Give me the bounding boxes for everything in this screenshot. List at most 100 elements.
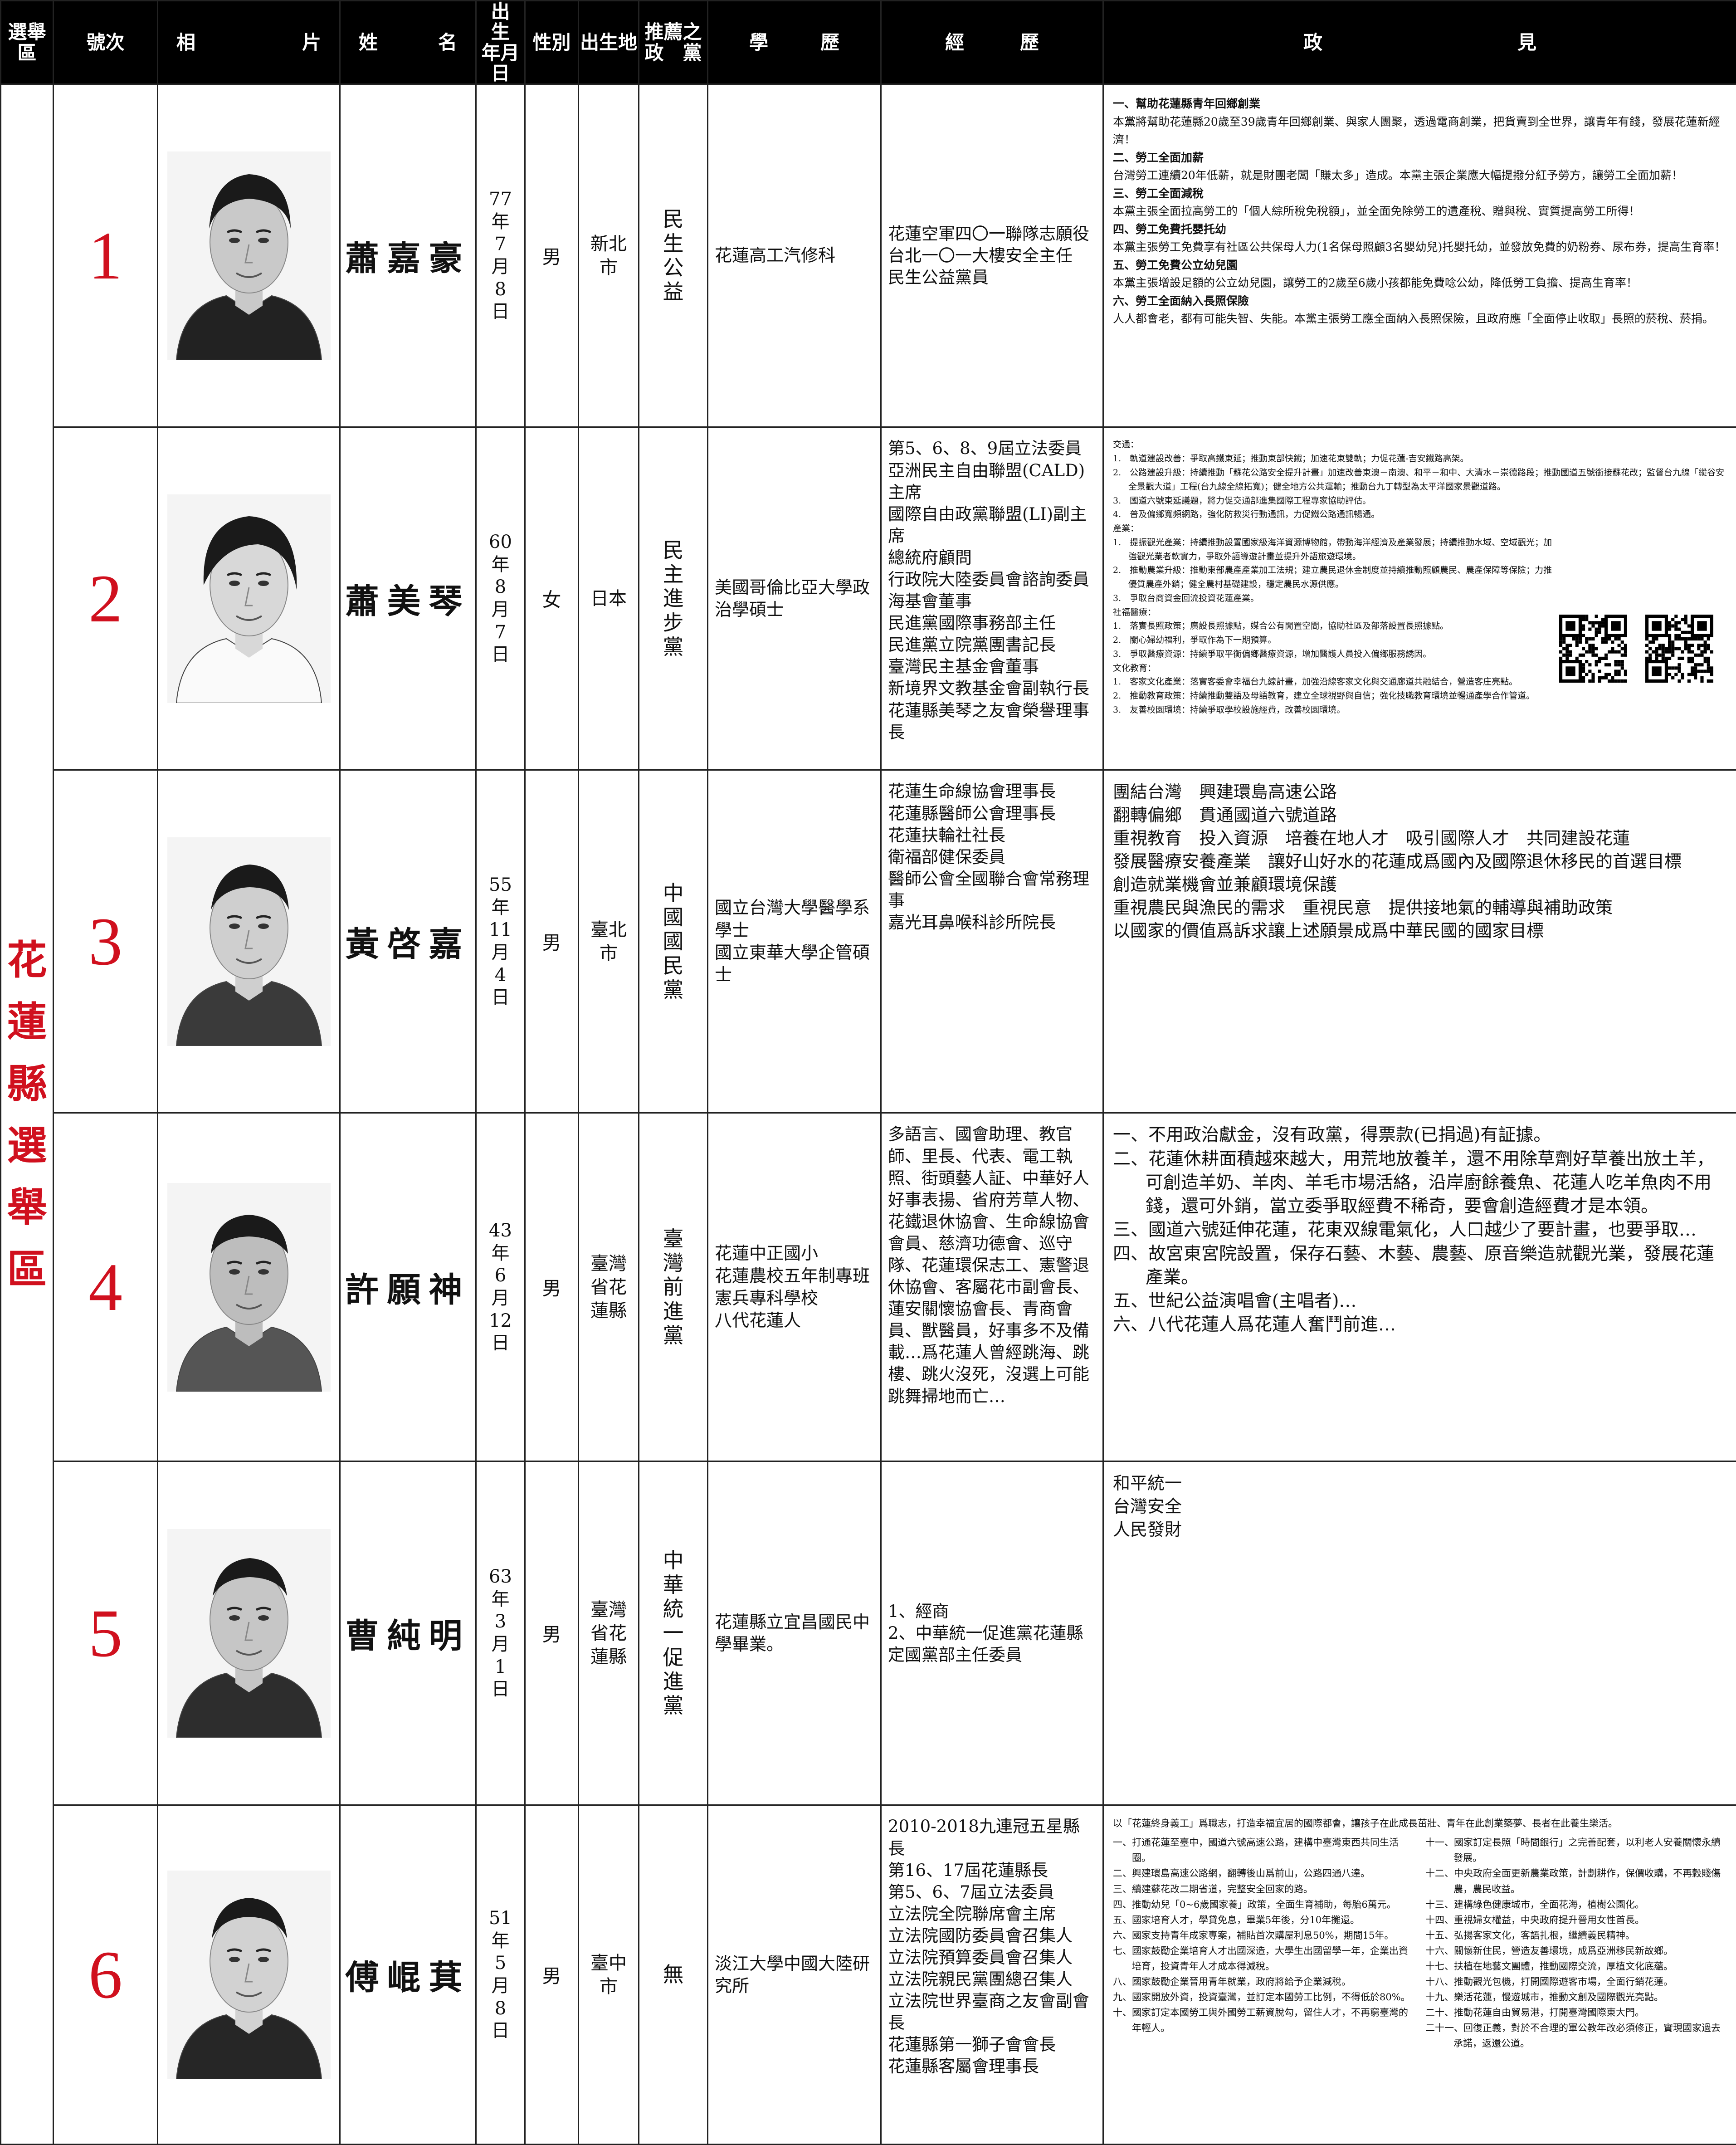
policy-item: 以國家的價值爲訴求讓上述願景成爲中華民國的國家目標 [1113,919,1727,943]
candidate-education: 美國哥倫比亞大學政治學碩士 [708,427,881,770]
party-char: 公 [639,256,707,280]
candidate-education: 花蓮縣立宜昌國民中學畢業。 [708,1461,881,1805]
party-char: 民 [639,954,707,978]
policy-item: 十九、樂活花蓮，慢遊城市，推動文創及國際觀光亮點。 [1425,1989,1727,2005]
policy-item: 十四、重視婦女權益，中央政府提升晉用女性首長。 [1425,1912,1727,1928]
candidate-party: 中華統一促進黨 [639,1461,708,1805]
experience-item: 立法院親民黨團總召集人 [888,1969,1096,1990]
experience-item: 立法院全院聯席會主席 [888,1903,1096,1925]
birthdate-part: 55 [477,874,524,897]
policy-text: 人人都會老，都有可能失智、失能。本黨主張勞工應全面納入長照保險，且政府應「全面停… [1113,310,1727,328]
birthdate-part: 8 [477,576,524,599]
experience-item: 國際自由政黨聯盟(LI)副主席 [888,503,1096,547]
experience-item: 立法院世界臺商之友會副會長 [888,1990,1096,2034]
candidate-party: 無 [639,1805,708,2145]
candidate-name: 許願神 [340,1113,476,1461]
policy-item: 3. 國道六號東延議題，將力促交通部進集國際工程專家協助評估。 [1113,494,1727,508]
line-qr-icon[interactable] [1645,615,1713,687]
policy-item: 十六、關懷新住民，營造友善環境，成爲亞洲移民新故鄉。 [1425,1943,1727,1959]
candidate-photo [158,84,340,427]
experience-item: 2、中華統一促進黨花蓮縣定國黨部主任委員 [888,1622,1096,1666]
party-char: 灣 [639,1251,707,1275]
candidate-number: 5 [54,1461,158,1805]
header-name: 姓名 [340,1,476,84]
experience-item: 第5、6、8、9屆立法委員 [888,438,1096,459]
district-char: 縣 [1,1053,53,1114]
policy-item: 十三、建構綠色健康城市，全面花海，植樹公園化。 [1425,1897,1727,1912]
district-char: 選 [1,1114,53,1176]
candidate-sex: 男 [525,1805,579,2145]
policy-item: 團結台灣 興建環島高速公路 [1113,781,1727,804]
policy-item: 重視農民與漁民的需求 重視民意 提供接地氣的輔導與補助政策 [1113,896,1727,919]
party-char: 主 [639,562,707,586]
policy-item: 十二、中央政府全面更新農業政策，計劃耕作，保價收購，不再穀賤傷農，農民收益。 [1425,1866,1727,1896]
candidate-birthplace: 臺灣省花蓮縣 [579,1461,639,1805]
candidate-experience: 2010-2018九連冠五星縣長第16、17屆花蓮縣長第5、6、7屆立法委員立法… [881,1805,1103,2145]
candidate-name: 傅崐萁 [340,1805,476,2145]
policy-heading: 五、勞工免費公立幼兒園 [1113,256,1727,274]
candidate-portrait-illustration [167,837,331,1046]
party-char: 益 [639,280,707,304]
party-char: 進 [639,586,707,611]
candidate-education: 國立台灣大學醫學系學士國立東華大學企管碩士 [708,770,881,1113]
experience-item: 花蓮空軍四〇一聯隊志願役 [888,223,1096,245]
experience-item: 行政院大陸委員會諮詢委員 [888,569,1096,591]
policy-item: 3. 友善校園環境：持續爭取學校設施經費，改善校園環境。 [1113,703,1727,717]
party-char: 統 [639,1597,707,1621]
birthdate-part: 日 [477,301,524,323]
candidate-experience: 第5、6、8、9屆立法委員亞洲民主自由聯盟(CALD)主席國際自由政黨聯盟(LI… [881,427,1103,770]
party-char: 進 [639,1300,707,1324]
policy-item: 六、八代花蓮人爲花蓮人奮鬥前進… [1113,1313,1727,1337]
party-char: 臺 [639,1227,707,1251]
candidate-name: 黃啓嘉 [340,770,476,1113]
education-item: 淡江大學中國大陸研究所 [715,1953,874,1998]
candidate-education: 花蓮高工汽修科 [708,84,881,427]
experience-item: 民進黨國際事務部主任 [888,612,1096,634]
party-char: 黨 [639,635,707,659]
candidate-portrait-illustration [167,494,331,703]
header-policy: 政見 [1103,1,1736,84]
experience-item: 民生公益黨員 [888,267,1096,288]
education-item: 花蓮高工汽修科 [715,244,874,267]
experience-item: 亞洲民主自由聯盟(CALD)主席 [888,460,1096,503]
policy-item: 四、推動幼兒「0~6歲國家養」政策，全面生育補助，每胎6萬元。 [1113,1897,1414,1912]
experience-item: 衛福部健保委員 [888,846,1096,868]
birthdate-part: 60 [477,531,524,554]
policy-item: 產業： [1113,522,1727,536]
birthdate-part: 1 [477,1656,524,1679]
party-char: 黨 [639,978,707,1002]
experience-item: 海基會董事 [888,591,1096,612]
birthdate-part: 43 [477,1220,524,1242]
header-row: 選舉區 號次 相片 姓名 出 生年月日 性別 出生地 推薦之政 黨 學歷 經歷 … [1,1,1736,84]
candidate-portrait-illustration [167,1529,331,1738]
party-char: 黨 [639,1694,707,1718]
birthdate-part: 51 [477,1907,524,1930]
birthdate-part: 月 [477,1287,524,1310]
education-item: 美國哥倫比亞大學政治學碩士 [715,577,874,621]
district-char: 花 [1,929,53,991]
header-education: 學歷 [708,1,881,84]
policy-item: 重視教育 投入資源 培養在地人才 吸引國際人才 共同建設花蓮 [1113,827,1727,850]
candidate-birthplace: 臺中市 [579,1805,639,2145]
birthdate-part: 77 [477,188,524,211]
candidate-sex: 男 [525,770,579,1113]
facebook-qr-icon[interactable] [1559,615,1627,687]
policy-text: 本黨主張勞工免費享有社區公共保母人力(1名保母照顧3名嬰幼兒)托嬰托幼，並發放免… [1113,238,1727,256]
party-char: 一 [639,1621,707,1645]
policy-item: 1. 軌道建設改善：爭取高鐵東延；推動東部快鐵；加速花東雙軌；力促花蓮-吉安鐵路… [1113,452,1727,466]
candidate-education: 淡江大學中國大陸研究所 [708,1805,881,2145]
header-birth: 出 生年月日 [476,1,525,84]
policy-item: 發展醫療安養產業 讓好山好水的花蓮成爲國內及國際退休移民的首選目標 [1113,850,1727,873]
party-char: 促 [639,1646,707,1670]
candidate-birthplace: 日本 [579,427,639,770]
header-sex: 性別 [525,1,579,84]
